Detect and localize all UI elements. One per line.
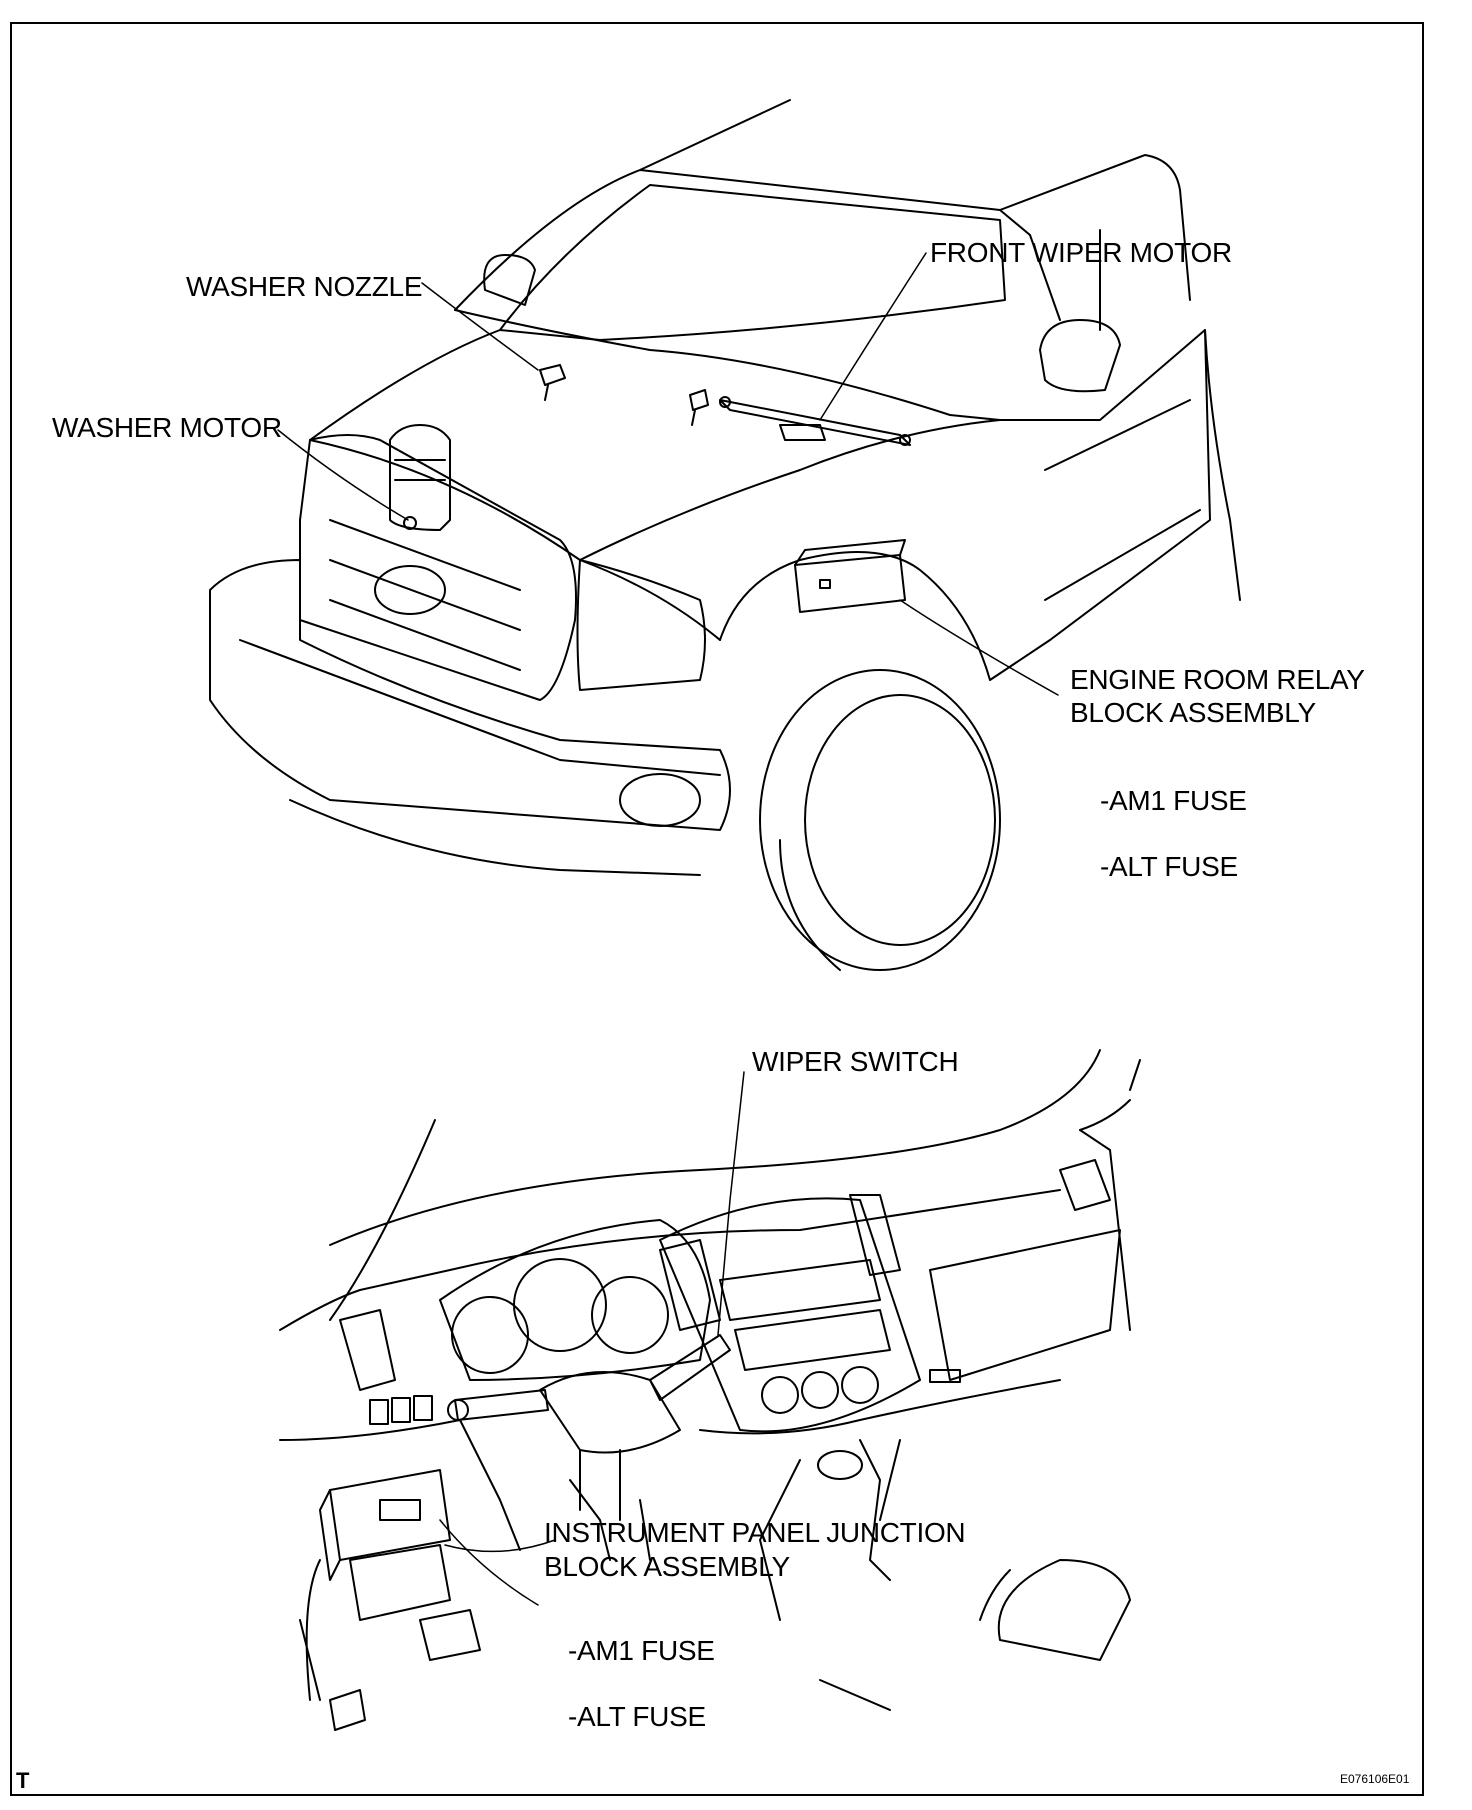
engine-room-relay-block-label-line2: BLOCK ASSEMBLY	[1070, 697, 1316, 728]
ip-am1-fuse-label: -AM1 FUSE	[568, 1635, 715, 1666]
washer-nozzle-label: WASHER NOZZLE	[186, 271, 423, 302]
engine-room-relay-block-label-line1: ENGINE ROOM RELAY	[1070, 664, 1365, 695]
front-wiper-motor-label: FRONT WIPER MOTOR	[930, 237, 1232, 268]
instrument-panel-junction-block-label-line1: INSTRUMENT PANEL JUNCTION	[544, 1517, 966, 1548]
figure-frame	[10, 22, 1424, 1796]
bottom-leader-lines	[439, 1071, 745, 1606]
ip-alt-fuse-label: -ALT FUSE	[568, 1701, 706, 1732]
figure-code: E076106E01	[1340, 1772, 1410, 1786]
footer-left-mark: T	[16, 1768, 30, 1793]
instrument-panel-junction-block-label-line2: BLOCK ASSEMBLY	[544, 1551, 790, 1582]
truck-front-drawing	[209, 99, 1241, 971]
engine-alt-fuse-label: -ALT FUSE	[1100, 851, 1238, 882]
washer-motor-label: WASHER MOTOR	[52, 412, 282, 443]
top-leader-lines	[277, 252, 1059, 696]
engine-am1-fuse-label: -AM1 FUSE	[1100, 785, 1247, 816]
instrument-panel-drawing	[279, 1049, 1141, 1731]
wiper-switch-label: WIPER SWITCH	[752, 1046, 959, 1077]
